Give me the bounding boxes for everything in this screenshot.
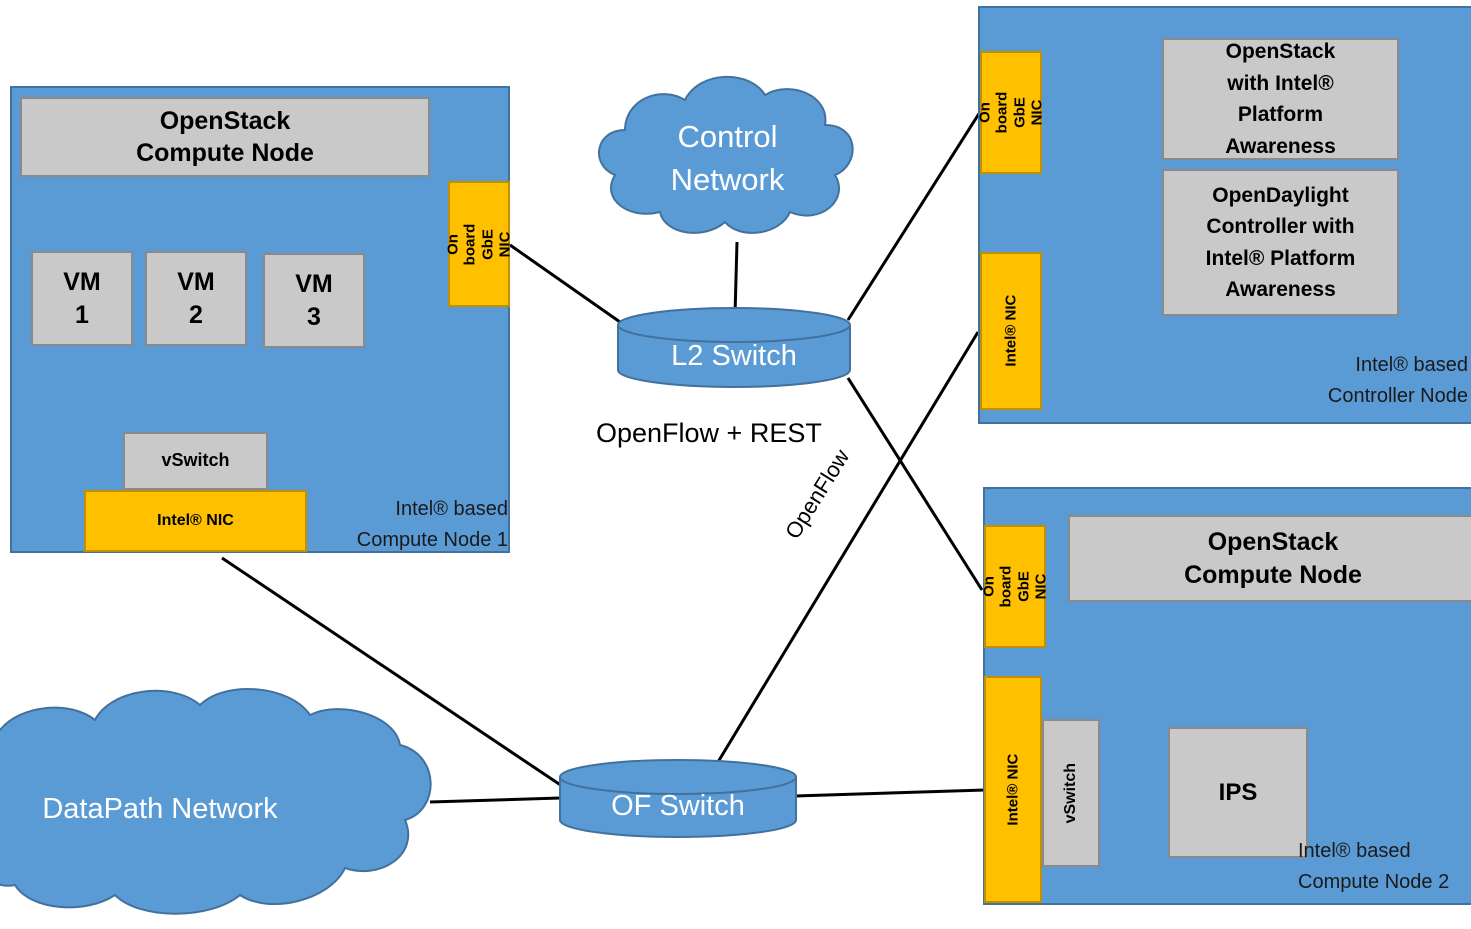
cn2-ips-box: IPS bbox=[1168, 727, 1308, 858]
cn2-intel-nic: Intel® NIC bbox=[984, 676, 1042, 903]
line-l2-controller bbox=[846, 111, 982, 321]
line-l2-cn2 bbox=[846, 377, 984, 591]
datapath-network-label: DataPath Network bbox=[42, 793, 278, 825]
cn2-onboard-nic: On board GbE NIC bbox=[981, 525, 1049, 648]
controller-caption: Intel® based Controller Node bbox=[1327, 354, 1468, 407]
cn1-onboard-nic-label: On board GbE NIC bbox=[444, 223, 514, 265]
cn2-onboard-nic-label: On board GbE NIC bbox=[980, 565, 1050, 608]
cn2-vswitch-label: vSwitch bbox=[1061, 762, 1079, 824]
control-network-label: Control Network bbox=[670, 119, 785, 198]
line-of-cn2 bbox=[794, 788, 986, 798]
cn1-caption: Intel® based Compute Node 1 bbox=[356, 498, 508, 551]
line-cn1-l2 bbox=[509, 243, 621, 324]
cn2-openstack-title: OpenStack Compute Node bbox=[1068, 515, 1471, 602]
of-switch-label: OF Switch bbox=[611, 790, 745, 822]
cn2-vswitch: vSwitch bbox=[1042, 719, 1100, 867]
cn1-intel-nic: Intel® NIC bbox=[84, 490, 307, 552]
line-controller-of bbox=[716, 331, 980, 763]
l2-switch-label: L2 Switch bbox=[671, 340, 797, 372]
datapath-network-cloud bbox=[0, 688, 432, 915]
openflow-rest-label: OpenFlow + REST bbox=[596, 418, 822, 448]
controller-intel-nic: Intel® NIC bbox=[980, 252, 1042, 410]
cn2-intel-nic-label: Intel® NIC bbox=[1004, 753, 1022, 826]
cn2-caption: Intel® based Compute Node 2 bbox=[1298, 840, 1450, 893]
vm-1[interactable]: VM 1 bbox=[31, 251, 133, 346]
line-control-l2 bbox=[733, 241, 739, 316]
line-cn1-of bbox=[221, 556, 566, 790]
of-switch-cylinder bbox=[559, 759, 797, 838]
vm-3[interactable]: VM 3 bbox=[263, 253, 365, 348]
l2-switch-cylinder bbox=[617, 307, 851, 388]
control-network-cloud bbox=[598, 75, 854, 234]
controller-openstack-box: OpenStack with Intel® Platform Awareness bbox=[1162, 38, 1399, 160]
controller-onboard-nic-label: On board GbE NIC bbox=[976, 91, 1046, 134]
line-datapath-of bbox=[429, 796, 561, 804]
cn1-openstack-title: OpenStack Compute Node bbox=[20, 97, 430, 177]
controller-intel-nic-label: Intel® NIC bbox=[1002, 295, 1020, 367]
cn1-onboard-nic: On board GbE NIC bbox=[445, 181, 513, 307]
controller-opendaylight-box: OpenDaylight Controller with Intel® Plat… bbox=[1162, 169, 1399, 316]
controller-onboard-nic: On board GbE NIC bbox=[977, 51, 1045, 174]
vm-2[interactable]: VM 2 bbox=[145, 251, 247, 346]
cn1-vswitch: vSwitch bbox=[123, 432, 268, 490]
